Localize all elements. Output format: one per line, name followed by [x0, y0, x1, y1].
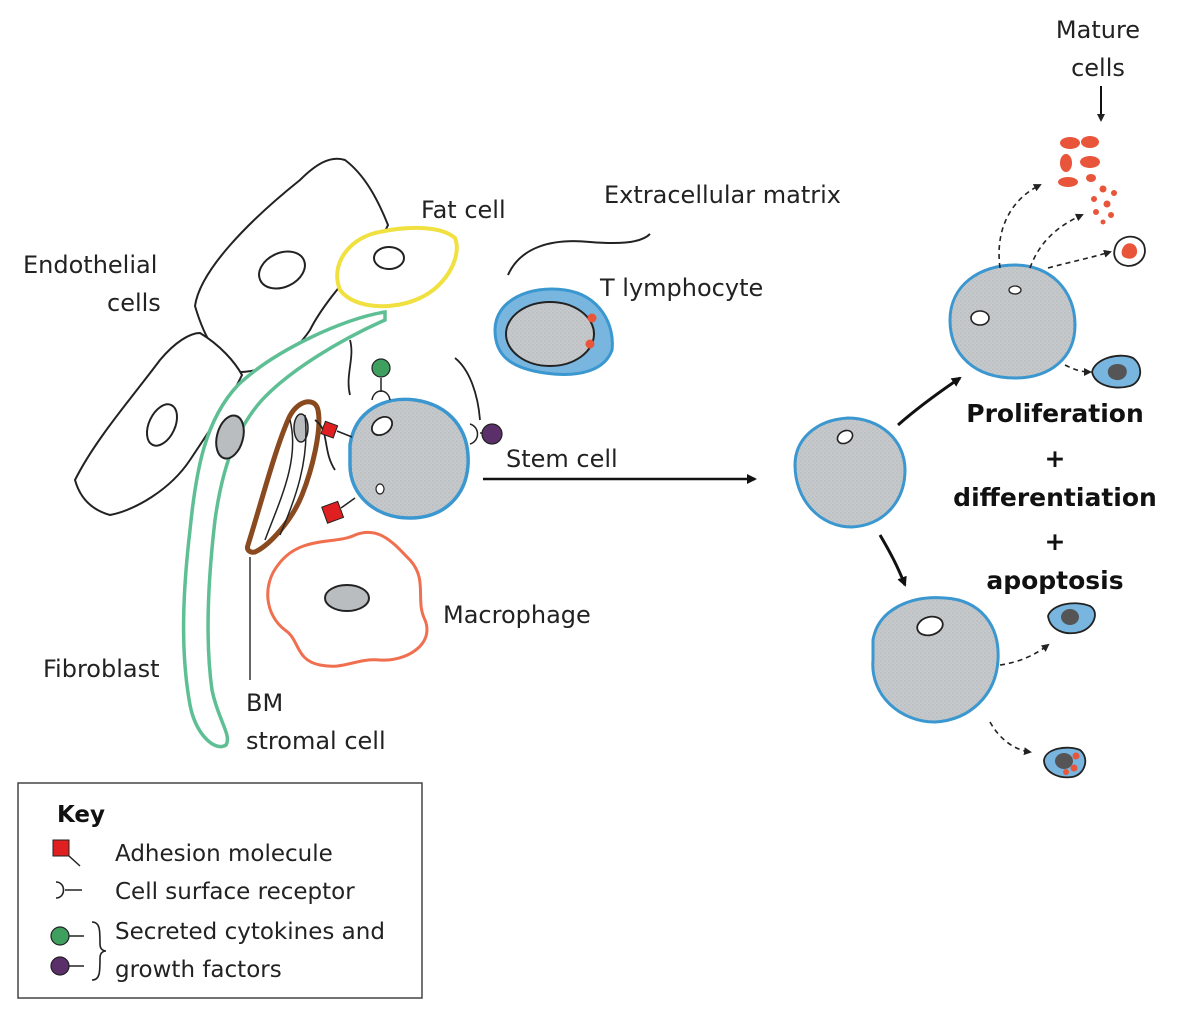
label-endothelial-1: Endothelial: [23, 251, 157, 279]
proliferating-cell: [948, 263, 1077, 380]
growth-factor-purple-molecule: [469, 423, 503, 445]
stem-cell-centre: [793, 416, 907, 529]
mature-red-cells: [1058, 136, 1100, 187]
mature-lymphocyte: [1091, 354, 1142, 389]
label-fibroblast: Fibroblast: [43, 655, 160, 683]
key-item-label: Adhesion molecule: [115, 841, 333, 867]
key-item-label: growth factors: [115, 957, 282, 983]
label-proliferation: Proliferation: [966, 399, 1144, 428]
adhesion-molecule-icon: [52, 839, 81, 867]
key-legend: Key Adhesion molecule Cell surface recep…: [17, 782, 423, 999]
label-bm-2: stromal cell: [246, 727, 386, 755]
apoptotic-precursor-cell: [871, 596, 1000, 724]
fibroblast: [181, 309, 387, 749]
endothelial-cell-lower: [73, 331, 244, 517]
mature-platelets: [1091, 185, 1117, 225]
stem-cell-niche: [348, 397, 470, 520]
growth-factor-icon: [50, 956, 84, 976]
label-fat-cell: Fat cell: [421, 196, 506, 224]
label-endothelial-2: cells: [107, 289, 161, 317]
label-apoptosis: apoptosis: [986, 566, 1123, 595]
adhesion-molecule-lower: [321, 497, 356, 524]
dashed-arrows: [989, 184, 1112, 756]
apoptotic-cell-2: [1043, 746, 1087, 779]
label-plus-2: +: [1045, 527, 1066, 556]
label-stem-cell: Stem cell: [506, 445, 618, 473]
apoptotic-cell-1: [1047, 602, 1096, 635]
adhesion-molecule-upper: [320, 420, 353, 439]
cell-surface-receptor-icon: [55, 881, 82, 899]
extracellular-matrix: [314, 233, 651, 471]
label-extracellular-matrix: Extracellular matrix: [604, 181, 841, 209]
cytokine-green-molecule: [371, 358, 391, 401]
bm-stromal-cell: [245, 399, 322, 680]
label-bm-1: BM: [246, 689, 283, 717]
secreted-cytokine-icon: [50, 926, 84, 946]
label-mature-1: Mature: [1056, 16, 1140, 44]
brace-icon: [91, 921, 107, 981]
t-lymphocyte: [493, 287, 614, 376]
niche-molecules: [320, 358, 503, 524]
label-t-lymphocyte: T lymphocyte: [599, 274, 763, 302]
arrow-to-proliferation: [897, 376, 962, 427]
key-title: Key: [57, 802, 105, 828]
fat-cell: [335, 225, 459, 309]
macrophage: [266, 530, 429, 668]
arrow-to-apoptosis: [878, 534, 907, 587]
mature-granulocyte: [1113, 235, 1146, 267]
label-differentiation: differentiation: [953, 483, 1157, 512]
label-plus-1: +: [1045, 444, 1066, 473]
label-macrophage: Macrophage: [443, 601, 591, 629]
key-item-label: Secreted cytokines and: [115, 919, 385, 945]
label-mature-2: cells: [1071, 54, 1125, 82]
key-item-label: Cell surface receptor: [115, 879, 355, 905]
